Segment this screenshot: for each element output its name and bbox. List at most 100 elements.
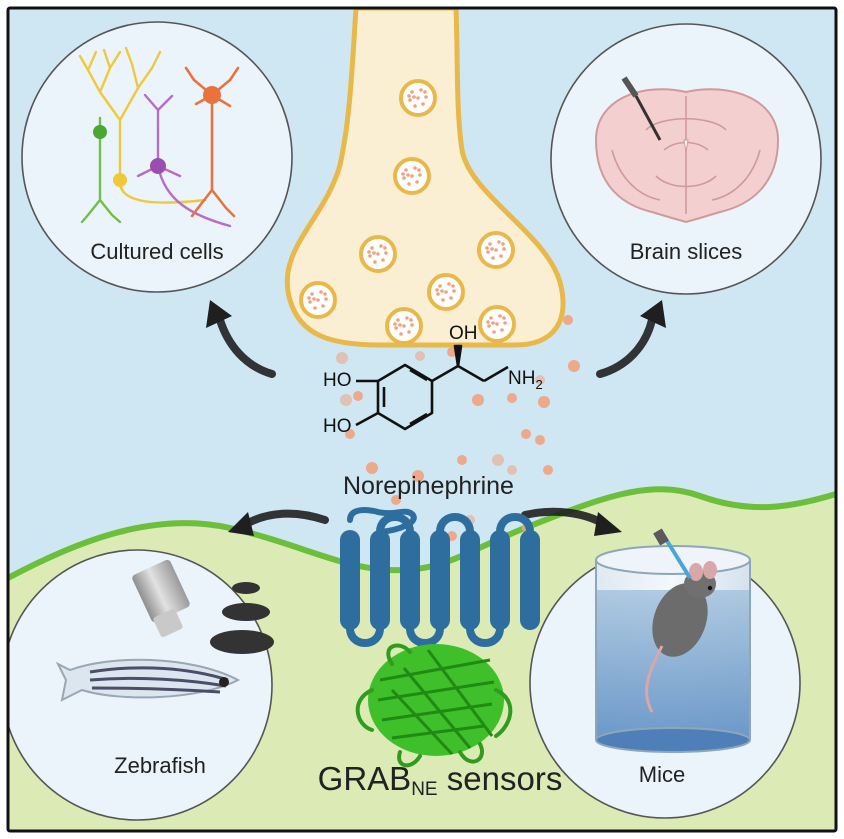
transmitter-dot <box>367 250 371 254</box>
transmitter-dot <box>381 258 385 262</box>
transmitter-dot <box>492 330 496 334</box>
arrowhead <box>640 300 666 328</box>
panel-mice <box>529 528 801 819</box>
transmitter-dot <box>451 284 455 288</box>
cpgfp-icon <box>355 643 513 768</box>
transmitter-dot <box>487 324 491 328</box>
transmitter-dot <box>489 316 493 320</box>
norepinephrine-molecule <box>412 470 424 482</box>
transmitter-dot <box>307 296 311 300</box>
norepinephrine-molecule <box>507 465 517 475</box>
transmitter-dot <box>491 321 495 325</box>
label-cultured-cells: Cultured cells <box>90 239 224 264</box>
norepinephrine-molecule <box>568 360 580 372</box>
arrowhead <box>228 512 254 536</box>
norepinephrine-molecule <box>535 435 545 445</box>
norepinephrine-molecule <box>535 375 545 385</box>
transmitter-dot <box>502 247 506 251</box>
transmitter-dot <box>324 297 328 301</box>
neuron-icon <box>78 46 240 228</box>
norepinephrine-molecule <box>336 352 348 364</box>
transmitter-dot <box>402 176 406 180</box>
panel-cultured-cells <box>21 21 293 293</box>
chem-oh: OH <box>449 323 478 344</box>
norepinephrine-molecule <box>366 462 378 474</box>
zebrafish-icon <box>55 658 241 702</box>
label-brain-slices: Brain slices <box>629 239 743 264</box>
transmitter-dot <box>323 292 327 296</box>
norepinephrine-molecule <box>492 454 504 466</box>
transmitter-dot <box>417 168 421 172</box>
helix-loop <box>406 627 444 647</box>
arrowhead <box>594 512 622 536</box>
transmitter-dot <box>498 314 502 318</box>
transmitter-dot <box>421 102 425 106</box>
helix-loop <box>466 627 504 647</box>
norepinephrine-molecule <box>472 394 484 406</box>
helix-loop <box>496 513 534 533</box>
chem-ho-lower: HO <box>323 416 352 437</box>
transmitter-dot <box>321 304 325 308</box>
transmitter-dot <box>413 104 417 108</box>
transmitter-dot <box>410 174 414 178</box>
norepinephrine-molecule <box>353 391 363 401</box>
transmitter-dot <box>398 323 402 327</box>
transmembrane-helix <box>490 530 510 630</box>
label-zebrafish: Zebrafish <box>114 753 206 778</box>
transmitter-dot <box>447 282 451 286</box>
transmembrane-helix <box>520 530 540 630</box>
transmitter-dot <box>407 182 411 186</box>
norepinephrine-molecule <box>543 465 553 475</box>
transmitter-dot <box>407 330 411 334</box>
transmitter-dot <box>308 300 312 304</box>
transmitter-dot <box>486 320 490 324</box>
transmitter-dot <box>490 247 494 251</box>
helix-loop <box>436 513 474 533</box>
transmitter-dot <box>491 256 495 260</box>
transmitter-dot <box>440 289 444 293</box>
transmitter-dot <box>500 328 504 332</box>
transmitter-dot <box>452 289 456 293</box>
transmitter-dot <box>372 251 376 255</box>
transmitter-dot <box>313 306 317 310</box>
transmitter-dot <box>449 296 453 300</box>
norepinephrine-molecule <box>345 429 355 439</box>
norepinephrine-molecule <box>391 495 401 505</box>
transmitter-dot <box>406 173 410 177</box>
microscope-objective-icon <box>132 559 190 638</box>
norepinephrine-molecule <box>538 396 550 408</box>
transmitter-dot <box>486 250 490 254</box>
transmitter-dot <box>412 95 416 99</box>
transmitter-dot <box>410 323 414 327</box>
transmitter-dot <box>408 98 412 102</box>
transmitter-dot <box>495 322 499 326</box>
transmitter-dot <box>373 260 377 264</box>
transmitter-dot <box>423 90 427 94</box>
transmitter-dot <box>368 254 372 258</box>
helix-loop <box>346 627 384 647</box>
norepinephrine-molecule <box>457 455 467 465</box>
transmembrane-helix <box>340 530 360 630</box>
synaptic-vesicles <box>299 79 516 345</box>
chem-ho-upper: HO <box>323 370 352 391</box>
transmitter-dot <box>438 284 442 288</box>
transmitter-dot <box>316 298 320 302</box>
molecule-name: Norepinephrine <box>343 472 514 500</box>
transmitter-dot <box>424 95 428 99</box>
label-mice: Mice <box>638 762 686 787</box>
transmitter-dot <box>418 173 422 177</box>
arrowhead <box>206 300 232 328</box>
arrow-to-zebrafish <box>242 509 329 528</box>
transmitter-dot <box>393 322 397 326</box>
transmitter-dot <box>488 242 492 246</box>
transmitter-dot <box>409 318 413 322</box>
transmitter-dot <box>441 298 445 302</box>
chem-nh2: NH2 <box>508 368 543 392</box>
transmitter-dot <box>501 242 505 246</box>
transmitter-dot <box>394 326 398 330</box>
transmitter-dot <box>370 246 374 250</box>
transmitter-dot <box>444 290 448 294</box>
light-beam <box>210 582 274 654</box>
norepinephrine-molecule <box>507 393 517 403</box>
transmitter-dot <box>407 94 411 98</box>
